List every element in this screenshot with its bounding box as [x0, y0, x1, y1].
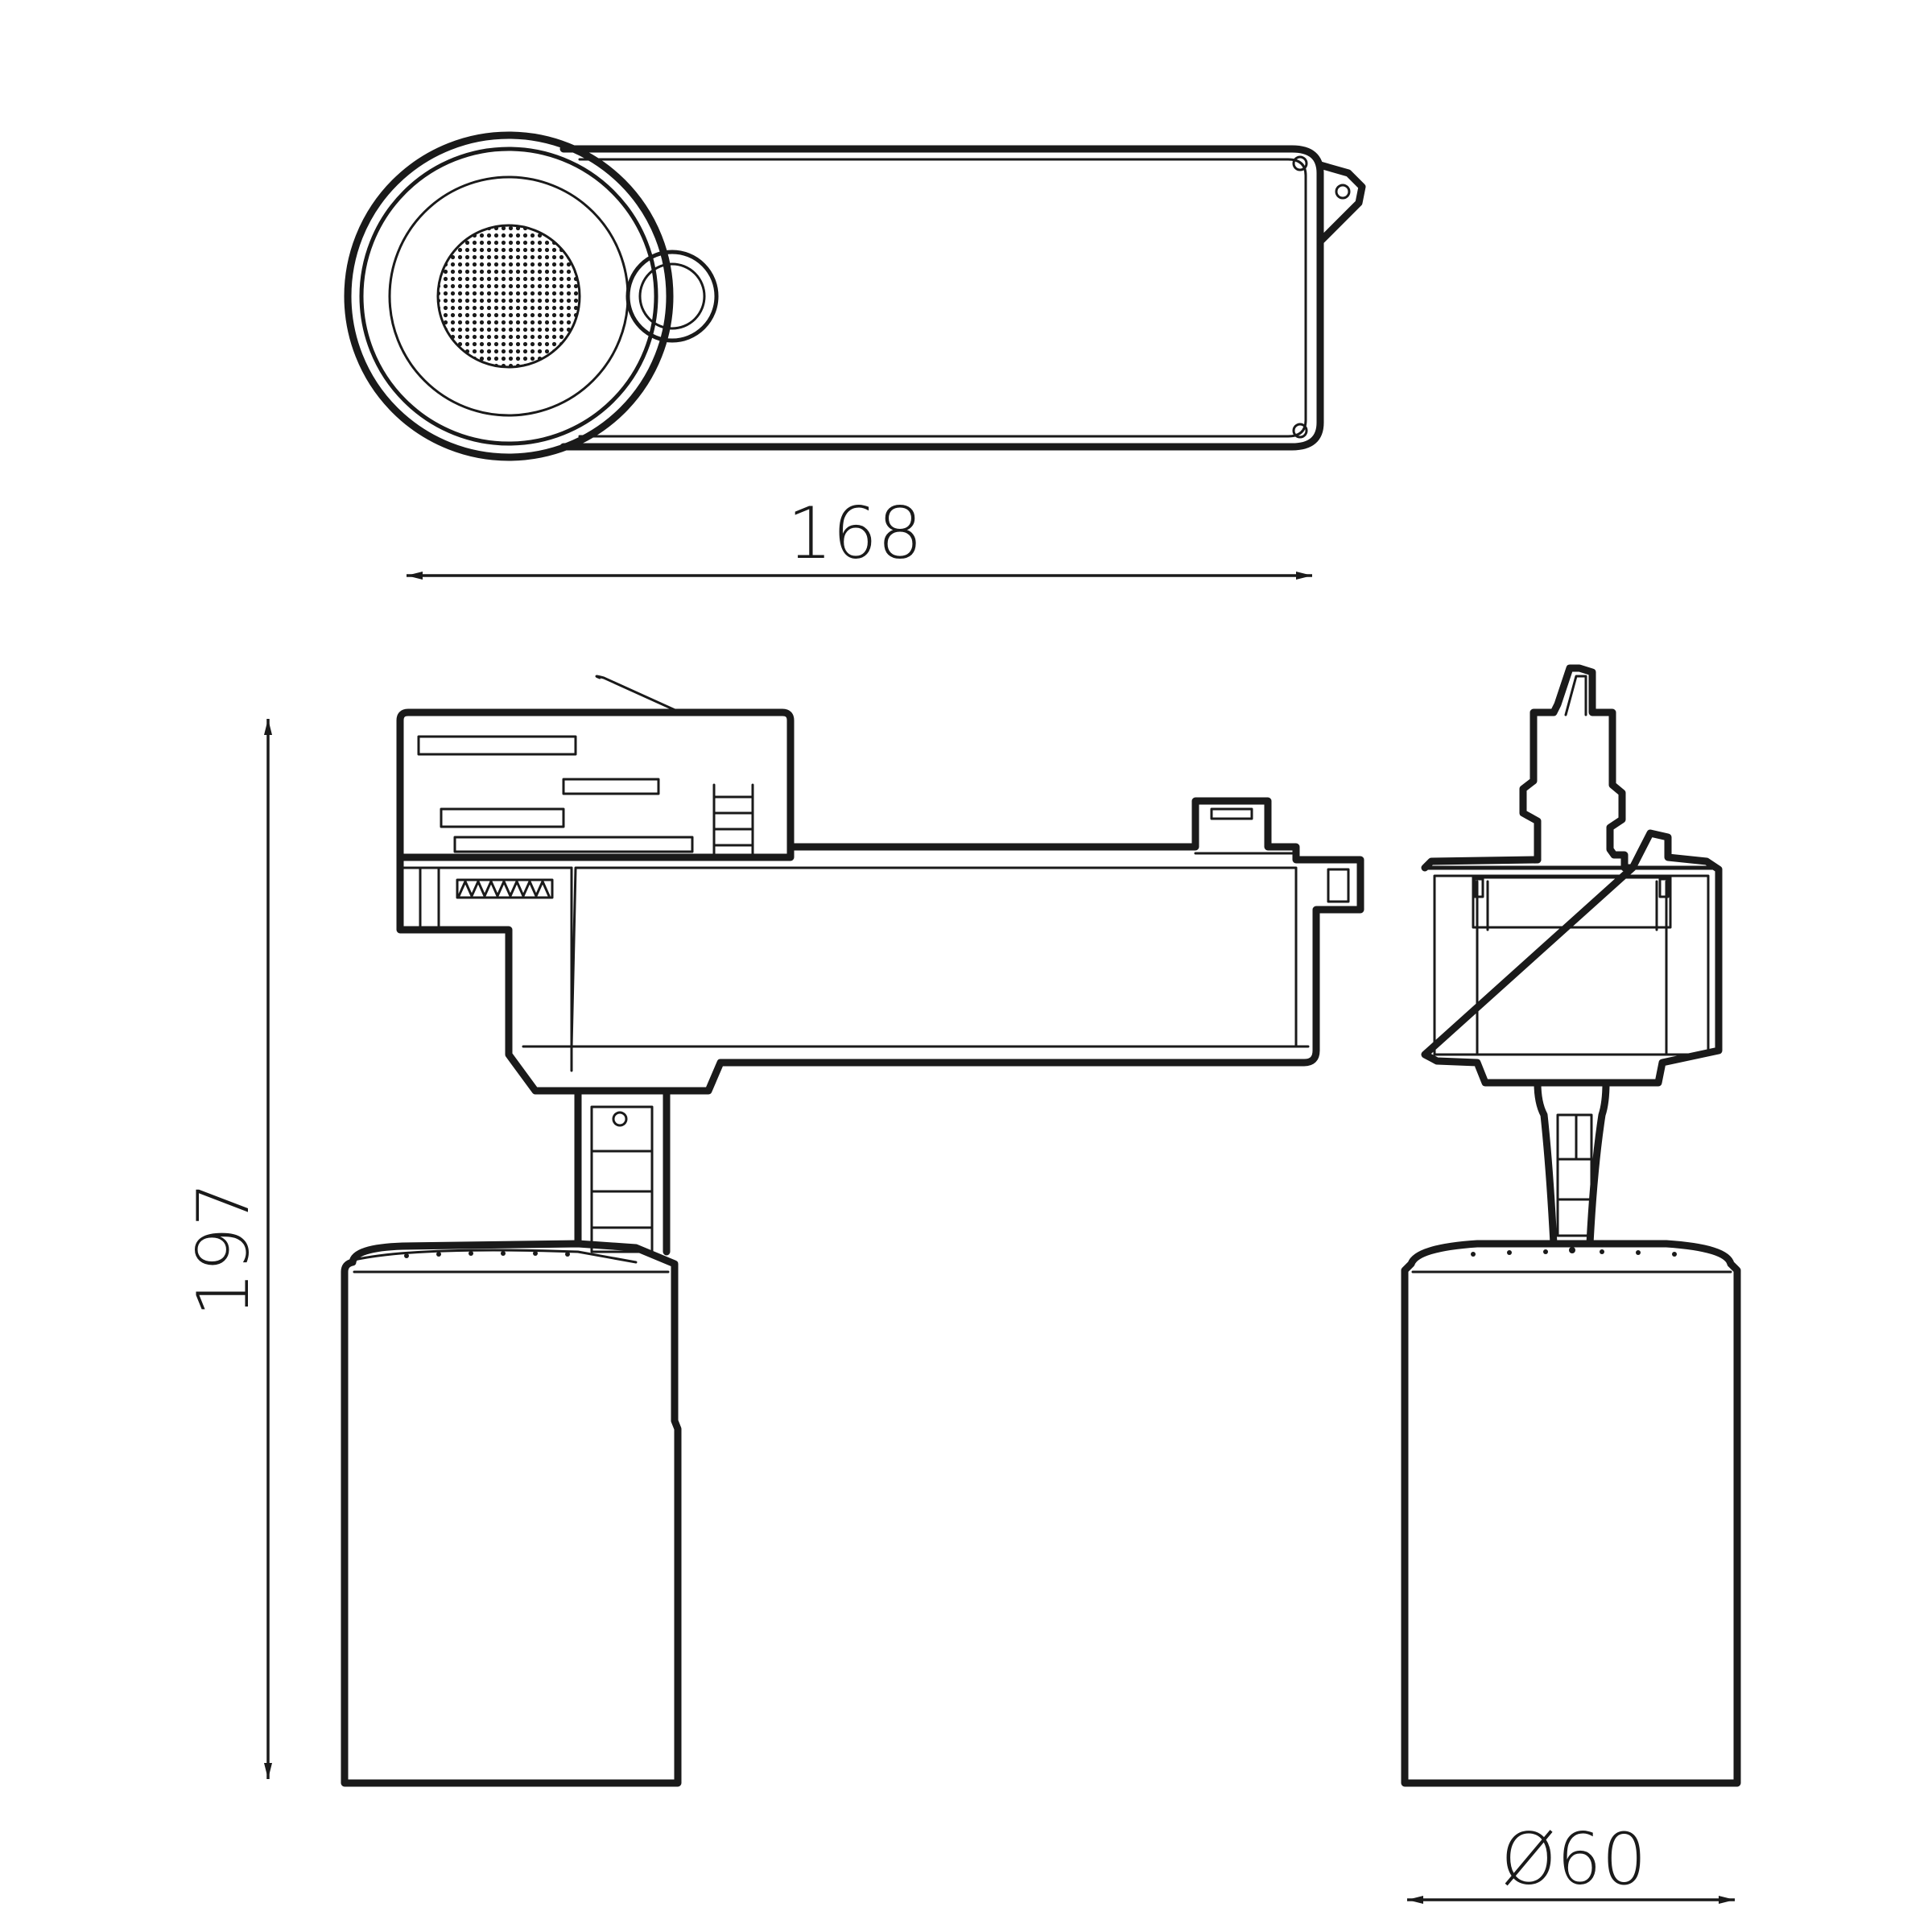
- top-view-rivet: [1292, 423, 1308, 439]
- side-view-contact-zigzag: [457, 880, 551, 898]
- side-view-stem: [574, 1088, 671, 1256]
- top-view: [344, 131, 1366, 461]
- end-view-lamp-cylinder: [1401, 1240, 1741, 1787]
- side-view-slot: [440, 807, 565, 828]
- end-view-track-connector: [1519, 664, 1637, 872]
- end-view-clip: [1658, 877, 1670, 898]
- dimension-diameter: Ø60: [1407, 1818, 1735, 1904]
- side-view-track-adapter: [396, 708, 795, 861]
- dimension-length-label: 168: [787, 492, 923, 575]
- side-view-stem-inner: [590, 1105, 654, 1253]
- top-view-lamp-reflector: [388, 175, 630, 417]
- end-view-housing: [1421, 829, 1723, 1087]
- side-view-housing-inner: [570, 866, 1298, 1048]
- side-view-end-clip: [1327, 868, 1350, 903]
- side-view-lamp-heatsink-edge: [353, 1249, 638, 1264]
- top-view-adapter-body: [559, 145, 1324, 451]
- top-view-lamp-outer-ring: [344, 131, 674, 461]
- side-view-spring-wire: [595, 675, 682, 714]
- side-view-lamp-cylinder: [341, 1240, 682, 1787]
- side-view-slot: [453, 836, 694, 853]
- side-view-housing: [396, 797, 1364, 1095]
- end-view-inner-cavity: [1472, 876, 1672, 929]
- top-view-lens-mesh: [436, 224, 581, 369]
- side-view-slot: [562, 778, 660, 795]
- top-view-pivot-knob-inner: [638, 262, 706, 330]
- end-view-stem: [1534, 1079, 1610, 1248]
- end-view-connector-tab: [1564, 675, 1587, 716]
- side-view: [341, 675, 1364, 1787]
- top-view-latch: [1316, 161, 1366, 246]
- dimension-diameter-label: Ø60: [1501, 1818, 1646, 1901]
- side-view-slot: [417, 735, 577, 756]
- side-view-plug-detail: [1210, 807, 1253, 820]
- dimension-height: 197: [182, 719, 272, 1779]
- end-view-heatsink-dots: [1471, 1247, 1677, 1257]
- top-view-adapter-inner-outline: [578, 158, 1307, 438]
- end-view: [1401, 664, 1741, 1787]
- top-view-latch-pin: [1335, 184, 1351, 200]
- side-view-contact-strip: [456, 878, 554, 899]
- side-view-stem-screw: [612, 1111, 628, 1127]
- dimension-length: 168: [407, 492, 1312, 580]
- side-view-heatsink-dots: [404, 1251, 570, 1258]
- dimension-height-label: 197: [182, 1182, 265, 1317]
- top-view-lamp-bezel: [359, 147, 658, 446]
- top-view-rivet: [1292, 155, 1308, 171]
- end-view-clip: [1473, 877, 1484, 898]
- end-view-stem-inner: [1556, 1113, 1593, 1237]
